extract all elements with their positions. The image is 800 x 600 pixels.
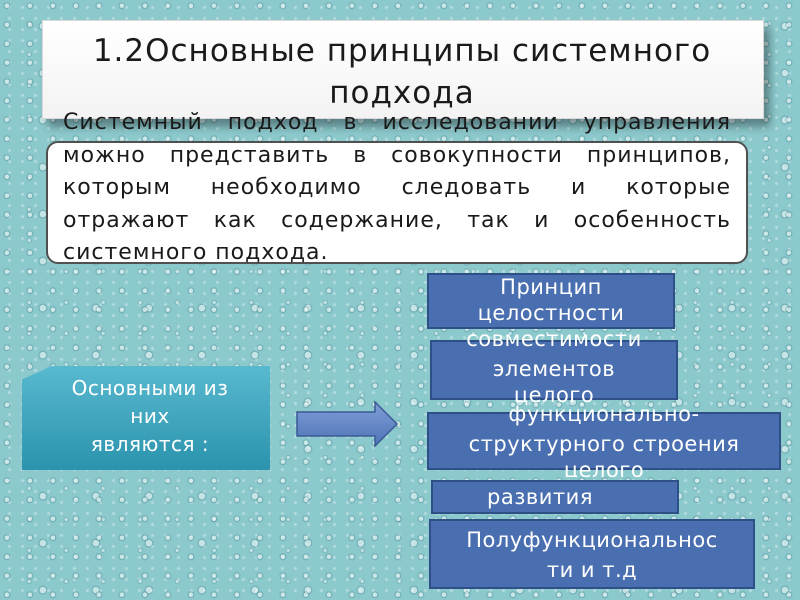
principle-2-line-3: целого [513, 383, 595, 406]
title-line-1: 1.2Основные принципы системного [92, 33, 712, 69]
principle-5-line-2: ти и т.д [546, 558, 638, 582]
principle-1-line-1: Принцип [500, 275, 602, 299]
left-label-line-1: Основными из [71, 376, 229, 400]
principle-4-text: развития [431, 484, 649, 510]
principle-2-line-1: совместимости [466, 327, 642, 351]
principle-3-text: функционально- структурного строения цел… [427, 401, 781, 477]
principle-3-line-1: функционально- [508, 402, 700, 426]
intro-text: Системный подход в исследовании управлен… [63, 110, 731, 265]
principle-box-1 [427, 273, 675, 329]
principle-1-line-2: целостности [477, 301, 625, 325]
principle-3-line-3: целого [563, 458, 645, 477]
intro-box [46, 141, 748, 264]
principle-2-line-2: элементов [492, 357, 616, 381]
left-label-line-3: являются : [90, 432, 210, 456]
principle-2-text: совместимости элементов целого [430, 326, 678, 406]
slide-title: 1.2Основные принципы системного подхода [42, 30, 762, 114]
principle-1-text: Принцип целостности [427, 274, 675, 326]
principle-box-3 [427, 412, 781, 470]
principle-4-line-1: развития [487, 485, 593, 509]
principle-5-line-1: Полуфункциональнос [466, 528, 718, 552]
right-arrow-icon [296, 400, 399, 448]
principle-3-line-2: структурного строения [468, 432, 740, 456]
left-label-text: Основными из них являются : [40, 374, 260, 458]
title-line-2: подхода [329, 75, 475, 111]
principle-5-text: Полуфункциональнос ти и т.д [429, 525, 755, 585]
left-label-line-2: них [130, 404, 170, 428]
principle-box-2 [430, 340, 678, 400]
principle-box-5 [429, 519, 755, 589]
principle-box-4 [431, 480, 679, 514]
title-box [42, 20, 764, 119]
left-label-shape [22, 366, 270, 470]
